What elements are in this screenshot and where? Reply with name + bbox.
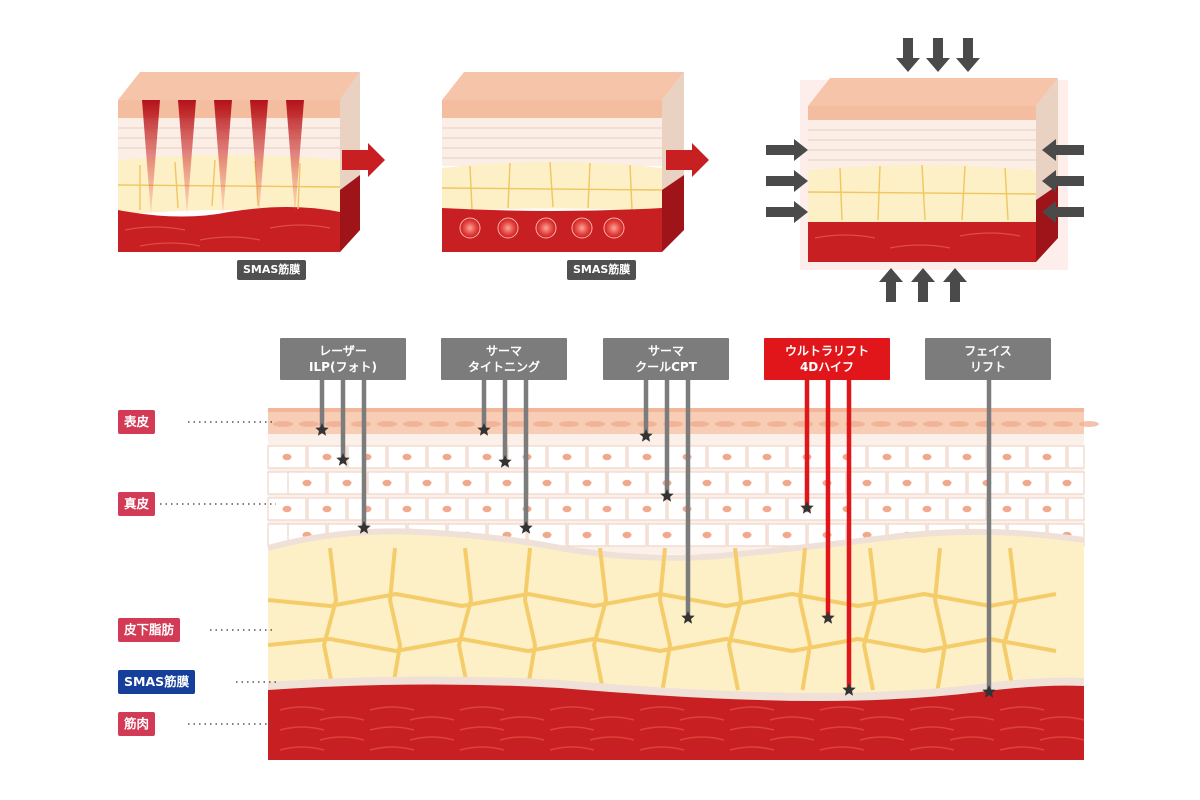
- treatment-depth-lines: [315, 380, 996, 698]
- treatment-box-face-lift: フェイス リフト: [925, 338, 1051, 380]
- treatment-line1: フェイス: [964, 344, 1012, 358]
- layer-label-smas: SMAS筋膜: [118, 670, 196, 694]
- depth-star-marker: [498, 455, 512, 468]
- depth-star-marker: [315, 423, 329, 436]
- treatment-line1: レーザー: [319, 344, 367, 358]
- layer-label-subcutaneous-fat: 皮下脂肪: [118, 618, 181, 642]
- treatment-line2: 4Dハイフ: [799, 360, 855, 374]
- treatment-box-therma-cool-cpt: サーマ クールCPT: [603, 338, 729, 380]
- depth-star-marker: [821, 611, 835, 624]
- treatment-line2: タイトニング: [467, 360, 540, 374]
- depth-star-marker: [336, 453, 350, 466]
- depth-star-marker: [982, 685, 996, 698]
- depth-star-marker: [800, 501, 814, 514]
- treatment-line2: ILP(フォト): [309, 360, 377, 374]
- smas-tag-block-2: SMAS筋膜: [567, 260, 637, 280]
- contraction-block: [441, 72, 709, 252]
- skin-cross-section: [267, 408, 1099, 760]
- treatment-box-therma-tightening: サーマ タイトニング: [441, 338, 567, 380]
- treatment-line1: サーマ: [647, 344, 684, 358]
- depth-star-marker: [842, 683, 856, 696]
- treatment-box-laser-ilp: レーザー ILP(フォト): [280, 338, 406, 380]
- smas-tag-block-1: SMAS筋膜: [237, 260, 307, 280]
- treatment-line1: ウルトラリフト: [784, 344, 869, 358]
- treatment-line1: サーマ: [485, 344, 522, 358]
- depth-star-marker: [357, 521, 371, 534]
- treatment-line2: クールCPT: [635, 360, 697, 374]
- layer-leader-lines: [160, 421, 276, 725]
- treatment-line2: リフト: [969, 360, 1006, 374]
- depth-star-marker: [639, 429, 653, 442]
- depth-star-marker: [477, 423, 491, 436]
- layer-label-epidermis: 表皮: [118, 410, 156, 434]
- treatment-box-ultralift-4d-hifu: ウルトラリフト 4Dハイフ: [764, 338, 890, 380]
- needle-heating-block: [117, 72, 385, 252]
- lifted-block: [766, 38, 1084, 302]
- layer-label-muscle: 筋肉: [118, 712, 156, 736]
- depth-star-marker: [681, 611, 695, 624]
- depth-star-marker: [519, 521, 533, 534]
- depth-star-marker: [660, 489, 674, 502]
- layer-label-dermis: 真皮: [118, 492, 156, 516]
